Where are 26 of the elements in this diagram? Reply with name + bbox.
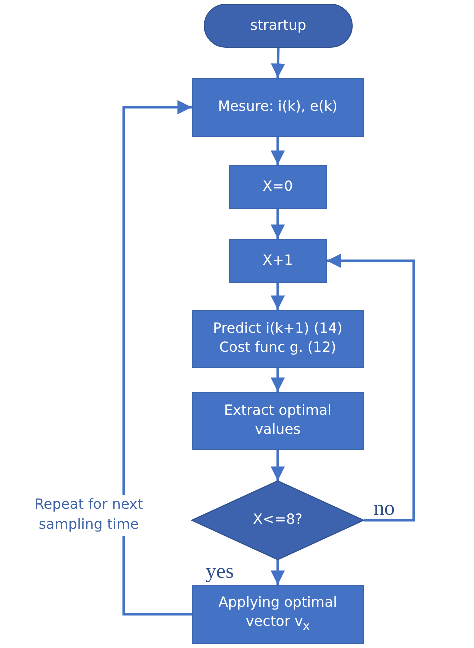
node-text: Cost func g. (12) (220, 339, 336, 358)
arrow (122, 100, 192, 616)
node-text: X+1 (262, 252, 294, 270)
terminal-pill (204, 4, 353, 48)
arrow (270, 560, 286, 585)
process-box (192, 585, 364, 644)
decision-diamond (192, 481, 364, 560)
node-text: Extract optimal values (223, 402, 333, 440)
process-box (192, 392, 364, 450)
arrow (270, 450, 286, 481)
node-text: Predict i(k+1) (14) (213, 320, 343, 339)
process-box (229, 165, 327, 209)
node-text: Mesure: i(k), e(k) (218, 98, 338, 117)
node-text: X=0 (262, 178, 294, 196)
process-box (192, 310, 364, 368)
node-text: X<=8? (253, 511, 303, 530)
arrow (270, 283, 286, 310)
arrow (270, 368, 286, 392)
arrow (271, 48, 286, 78)
process-box (229, 239, 327, 283)
arrow (270, 137, 286, 165)
node-text: strartup (250, 16, 307, 36)
arrow (327, 254, 416, 522)
node-text: Applying optimal vector v$_{x}$ (218, 594, 338, 635)
process-box (192, 78, 364, 137)
arrow (270, 209, 286, 239)
